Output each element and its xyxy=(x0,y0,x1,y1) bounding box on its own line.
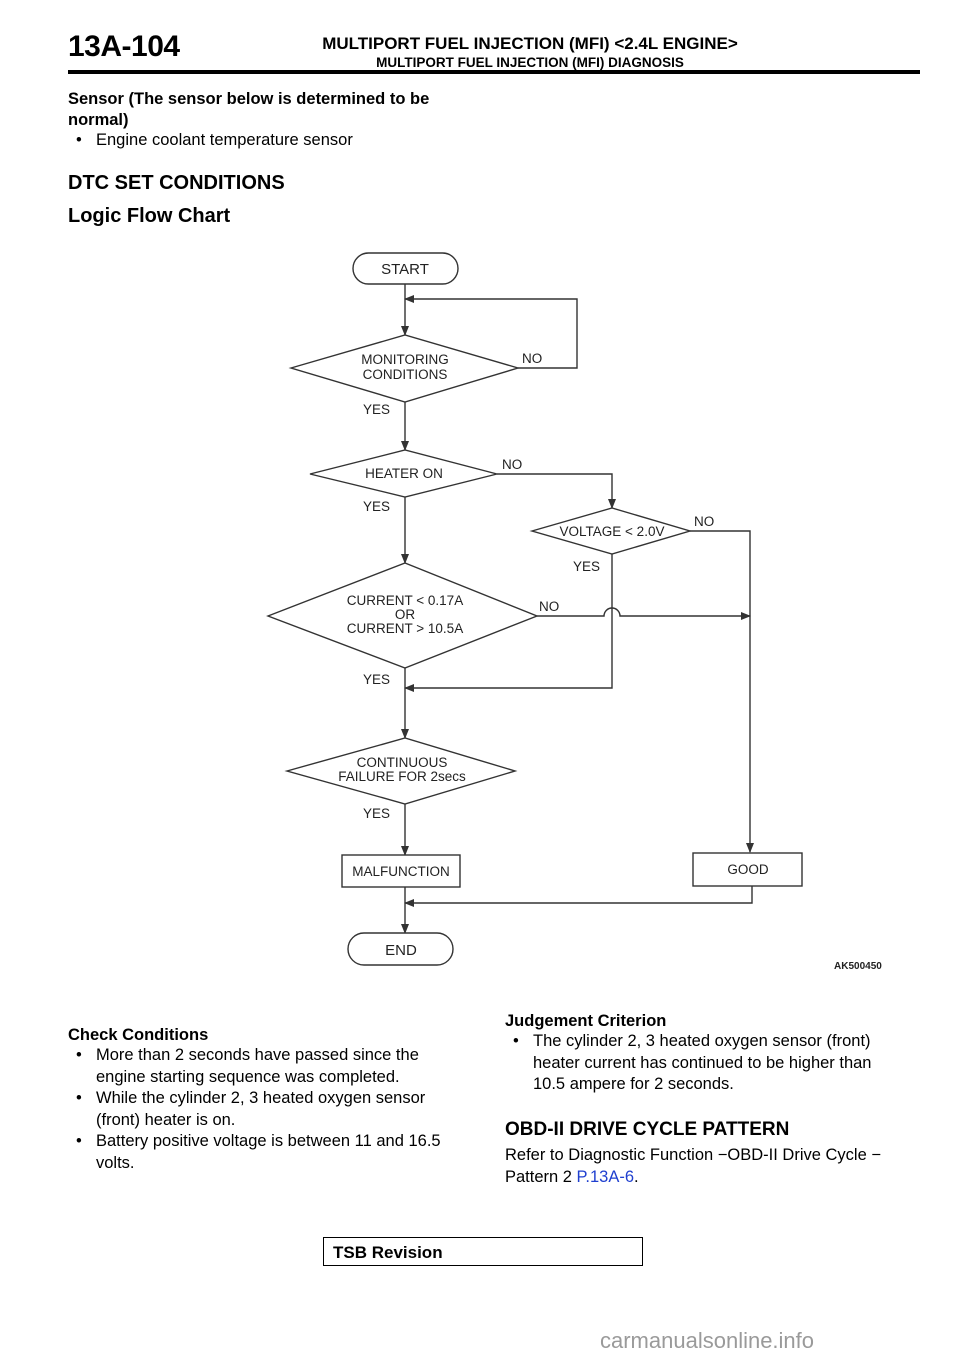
monitoring-yes-label: YES xyxy=(363,402,390,417)
tsb-revision-box xyxy=(323,1237,643,1266)
monitoring-decision xyxy=(288,334,521,403)
flow-line xyxy=(690,530,754,853)
heater-no-label: NO xyxy=(502,457,522,472)
check-condition-item: Battery positive voltage is between 11 a… xyxy=(68,1131,488,1174)
malfunction-label: MALFUNCTION xyxy=(352,864,450,879)
watermark: carmanualsonline.info xyxy=(600,1328,815,1353)
header-rule xyxy=(68,70,920,74)
malfunction-box xyxy=(341,854,461,888)
obd-heading: OBD-II DRIVE CYCLE PATTERN xyxy=(505,1119,790,1140)
obd-line2: Pattern 2 P.13A-6. xyxy=(505,1168,639,1186)
sensor-heading-line1: Sensor (The sensor below is determined t… xyxy=(68,90,430,108)
continuous-yes-label: YES xyxy=(363,806,390,821)
continuous-label-2: FAILURE FOR 2secs xyxy=(338,769,466,784)
logic-flow-chart: START MONITORING CONDITIONS HEATER ON VO… xyxy=(266,252,882,972)
continuous-label-1: CONTINUOUS xyxy=(357,755,448,770)
judgement-heading: Judgement Criterion xyxy=(505,1012,667,1030)
page-number: 13A-104 xyxy=(68,30,180,63)
monitoring-label-1: MONITORING xyxy=(361,352,449,367)
monitoring-no-label: NO xyxy=(522,351,542,366)
tsb-revision-label: TSB Revision xyxy=(333,1243,443,1262)
flowchart-heading: Logic Flow Chart xyxy=(68,205,231,227)
flow-line xyxy=(404,295,578,369)
judgement-item: The cylinder 2, 3 heated oxygen sensor (… xyxy=(505,1031,925,1096)
current-no-label: NO xyxy=(539,599,559,614)
page-link[interactable]: P.13A-6 xyxy=(576,1168,635,1186)
check-condition-item: While the cylinder 2, 3 heated oxygen se… xyxy=(68,1088,488,1131)
end-label: END xyxy=(385,942,417,959)
start-label: START xyxy=(381,261,429,278)
check-conditions-list: More than 2 seconds have passed since th… xyxy=(68,1045,488,1174)
sensor-item: Engine coolant temperature sensor xyxy=(68,130,468,152)
section-title: MULTIPORT FUEL INJECTION (MFI) <2.4L ENG… xyxy=(322,34,738,53)
monitoring-label-2: CONDITIONS xyxy=(363,367,448,382)
sensor-heading-line2: normal) xyxy=(68,111,129,129)
start-terminal xyxy=(352,252,459,285)
voltage-yes-label: YES xyxy=(573,559,600,574)
check-conditions-heading: Check Conditions xyxy=(68,1026,209,1044)
voltage-label: VOLTAGE < 2.0V xyxy=(560,524,665,539)
end-terminal xyxy=(347,932,454,966)
section-subtitle: MULTIPORT FUEL INJECTION (MFI) DIAGNOSIS xyxy=(376,55,684,70)
current-label-2: OR xyxy=(395,607,416,622)
figure-code: AK500450 xyxy=(834,961,882,972)
good-box xyxy=(692,852,803,887)
flow-line xyxy=(404,554,613,692)
sensor-list: Engine coolant temperature sensor xyxy=(68,130,468,152)
flow-line xyxy=(537,607,751,620)
current-label-3: CURRENT > 10.5A xyxy=(347,621,463,636)
voltage-no-label: NO xyxy=(694,514,714,529)
continuous-decision xyxy=(284,737,518,805)
judgement-list: The cylinder 2, 3 heated oxygen sensor (… xyxy=(505,1031,925,1096)
current-label-1: CURRENT < 0.17A xyxy=(347,593,463,608)
good-label: GOOD xyxy=(727,862,769,877)
heater-yes-label: YES xyxy=(363,499,390,514)
voltage-decision xyxy=(529,507,693,555)
flow-line xyxy=(404,886,753,907)
heater-label: HEATER ON xyxy=(365,466,443,481)
flow-line xyxy=(497,473,616,509)
heater-decision xyxy=(309,449,498,498)
current-yes-label: YES xyxy=(363,672,390,687)
current-decision xyxy=(266,562,539,669)
check-condition-item: More than 2 seconds have passed since th… xyxy=(68,1045,488,1088)
dtc-heading: DTC SET CONDITIONS xyxy=(68,172,285,194)
obd-line1: Refer to Diagnostic Function −OBD-II Dri… xyxy=(505,1146,881,1164)
